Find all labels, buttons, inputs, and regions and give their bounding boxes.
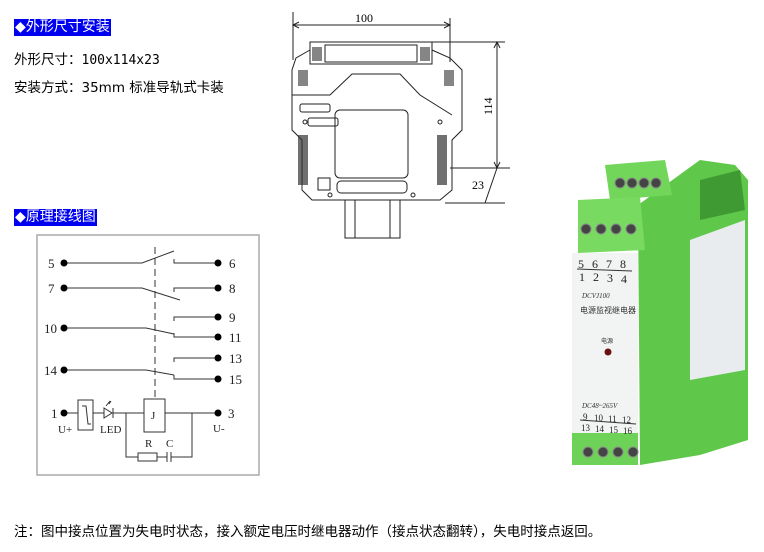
u-minus-label: U- <box>213 423 225 435</box>
led-label: LED <box>100 424 121 436</box>
terminal-6: 6 <box>229 256 236 271</box>
u-plus-label: U+ <box>58 424 72 436</box>
product-top-7: 7 <box>606 257 612 271</box>
product-top-4: 4 <box>621 272 627 286</box>
product-bottom-11: 11 <box>608 414 617 424</box>
product-top-1: 1 <box>579 270 585 284</box>
product-top-5: 5 <box>578 257 584 271</box>
terminal-5: 5 <box>48 256 55 271</box>
product-top-3: 3 <box>607 271 613 285</box>
terminal-9: 9 <box>229 310 236 325</box>
resistor-label: R <box>145 438 153 450</box>
capacitor-label: C <box>166 438 173 450</box>
terminal-10: 10 <box>44 321 57 336</box>
product-led-label: 电源 <box>601 337 613 345</box>
wiring-heading: ◆原理接线图 <box>14 209 97 226</box>
size-label: 外形尺寸： <box>14 52 82 68</box>
product-top-8: 8 <box>620 257 626 271</box>
dim-depth-label: 23 <box>472 178 484 192</box>
dim-height-label: 114 <box>481 97 495 115</box>
terminal-7: 7 <box>48 281 55 296</box>
relay-label: J <box>151 410 156 422</box>
dimensions-heading: ◆外形尺寸安装 <box>14 19 111 36</box>
mount-value: 35mm 标准导轨式卡装 <box>81 80 224 96</box>
product-bottom-15: 15 <box>609 425 619 435</box>
product-top-6: 6 <box>592 257 598 271</box>
mount-spec: 安装方式：35mm 标准导轨式卡装 <box>14 80 224 96</box>
terminal-11: 11 <box>229 330 242 345</box>
terminal-14: 14 <box>44 363 58 378</box>
dim-width-label: 100 <box>355 11 373 25</box>
product-name: 电源监视继电器 <box>580 305 636 315</box>
terminal-8: 8 <box>229 281 236 296</box>
footnote: 注：图中接点位置为失电时状态，接入额定电压时继电器动作（接点状态翻转），失电时接… <box>14 524 602 540</box>
terminal-15: 15 <box>229 372 242 387</box>
terminal-1: 1 <box>51 406 58 421</box>
product-top-2: 2 <box>593 270 599 284</box>
size-value: 100x114x23 <box>81 53 160 68</box>
size-spec: 外形尺寸：100x114x23 <box>14 52 160 69</box>
product-model: DCVJ100 <box>581 292 610 300</box>
product-bottom-14: 14 <box>595 424 605 434</box>
product-bottom-13: 13 <box>581 423 591 433</box>
product-bottom-9: 9 <box>583 412 588 422</box>
mount-label: 安装方式： <box>14 80 82 96</box>
product-voltage: DC48~265V <box>581 402 618 410</box>
product-bottom-10: 10 <box>594 413 604 423</box>
product-bottom-16: 16 <box>623 426 633 436</box>
terminal-13: 13 <box>229 351 242 366</box>
product-bottom-12: 12 <box>622 415 631 425</box>
terminal-3: 3 <box>228 406 235 421</box>
